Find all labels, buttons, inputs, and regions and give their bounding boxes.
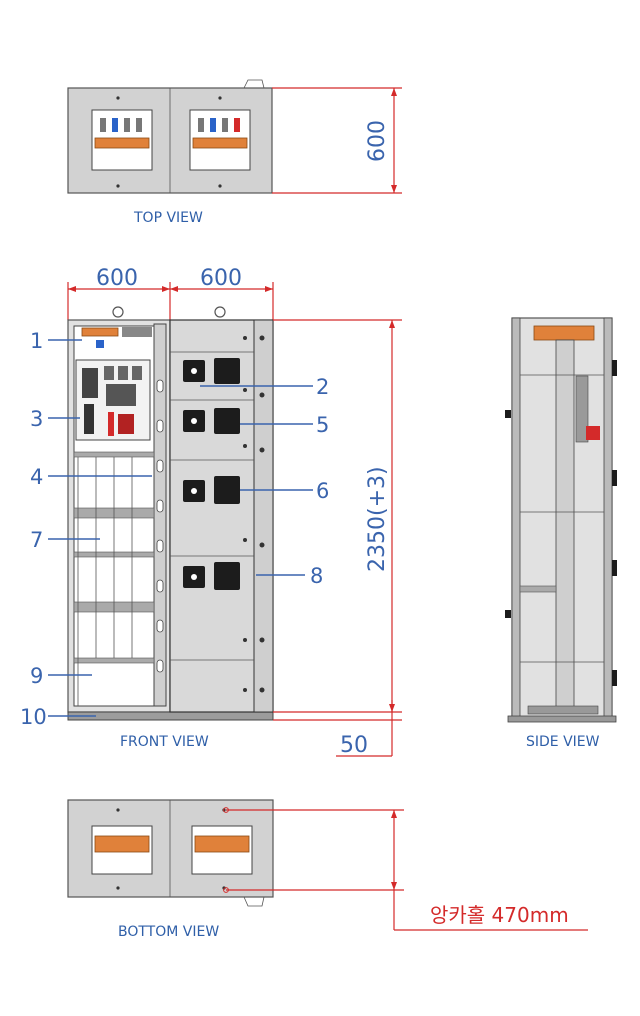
callout-10: 10 [20, 705, 47, 729]
front-view-label: FRONT VIEW [120, 734, 209, 750]
lifting-eye-icon [112, 306, 124, 318]
side-view-label: SIDE VIEW [526, 734, 600, 750]
callout-6: 6 [316, 479, 329, 503]
callout-4: 4 [30, 465, 43, 489]
callout-5: 5 [316, 413, 329, 437]
bottom-handle-icon [243, 896, 265, 907]
top-view-drawing [67, 79, 402, 194]
lifting-eye-icon [214, 306, 226, 318]
anchor-hole-dimension: 앙카홀 470mm [430, 903, 569, 927]
bottom-view-label: BOTTOM VIEW [118, 924, 219, 940]
callout-7: 7 [30, 528, 43, 552]
bottom-view-drawing [67, 799, 588, 931]
front-view-drawing [48, 282, 402, 757]
top-depth-dimension: 600 [365, 120, 390, 162]
base-dimension: 50 [340, 733, 368, 758]
base-channel [67, 711, 274, 721]
top-view-label: TOP VIEW [133, 210, 203, 226]
door-handles [183, 358, 240, 590]
callout-3: 3 [30, 407, 43, 431]
front-width-right: 600 [200, 266, 242, 291]
top-handle-icon [243, 79, 265, 89]
height-dimension: 2350(+3) [365, 466, 390, 572]
callout-2: 2 [316, 375, 329, 399]
side-view-drawing [505, 317, 617, 723]
callout-9: 9 [30, 664, 43, 688]
front-width-left: 600 [96, 266, 138, 291]
callout-8: 8 [310, 564, 323, 588]
callout-1: 1 [30, 329, 43, 353]
